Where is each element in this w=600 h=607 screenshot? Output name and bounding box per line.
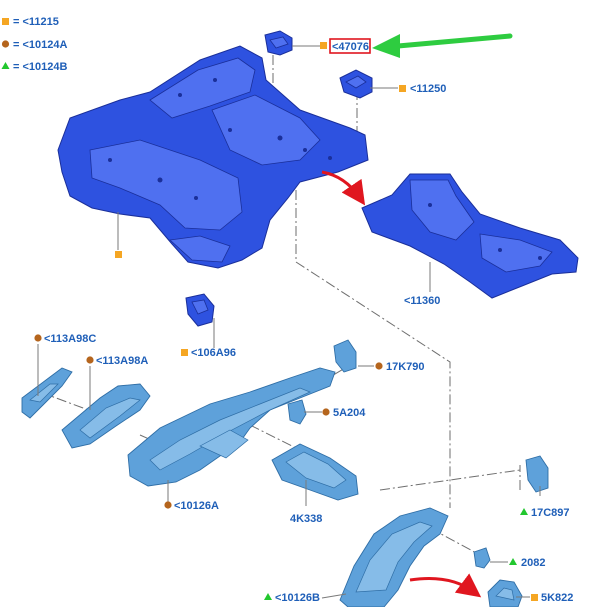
callout-5A204[interactable]: 5A204 — [322, 407, 366, 419]
frame-10126B — [339, 507, 449, 607]
rear-floor-panel-11360 — [361, 173, 579, 299]
bracket-5A204 — [287, 399, 307, 425]
bracket-17K790 — [333, 339, 357, 373]
part-label: 4K338 — [290, 513, 322, 525]
legend-text: = <11215 — [13, 16, 59, 28]
callout-113A98C[interactable]: <113A98C — [34, 333, 96, 345]
part-label: 17K790 — [386, 361, 425, 373]
highlight-box — [329, 38, 371, 54]
bracket-2082 — [473, 547, 491, 569]
part-label: <10126B — [275, 592, 320, 604]
part-label: <11250 — [410, 83, 446, 95]
callout-17K790[interactable]: 17K790 — [375, 361, 425, 373]
part-label: 2082 — [521, 557, 545, 569]
triangle-marker-icon — [264, 593, 272, 600]
frame-4K338 — [271, 443, 359, 501]
bracket-106A96 — [185, 293, 215, 327]
callout-11360[interactable]: <11360 — [404, 295, 440, 307]
callout-2082[interactable]: 2082 — [509, 557, 545, 569]
circle-marker-icon — [322, 408, 330, 416]
part-label: 5A204 — [333, 407, 366, 419]
legend-item-triangle: = <10124B — [1, 61, 67, 73]
legend-item-circle: = <10124A — [1, 39, 67, 51]
part-label: 5K822 — [541, 592, 573, 604]
callout-10126B[interactable]: <10126B — [264, 592, 320, 604]
callout-4K338[interactable]: 4K338 — [290, 513, 322, 525]
bracket-47076 — [264, 30, 293, 56]
bracket-11250 — [339, 69, 373, 99]
red-arrow-icon — [321, 170, 366, 206]
square-marker-icon — [531, 594, 538, 601]
legend-text: = <10124B — [13, 61, 67, 73]
callout-5K822[interactable]: 5K822 — [531, 592, 573, 604]
circle-marker-icon — [164, 501, 172, 509]
callout-106A96[interactable]: <106A96 — [181, 347, 236, 359]
green-arrow-icon — [372, 33, 513, 58]
square-marker-icon — [320, 42, 327, 49]
part-label: 17C897 — [531, 507, 570, 519]
square-marker-icon — [181, 349, 188, 356]
frame-113A98C — [21, 367, 73, 419]
part-5K822 — [487, 579, 523, 607]
callout-113A98A[interactable]: <113A98A — [86, 355, 148, 367]
part-label: <113A98A — [96, 355, 148, 367]
red-arrow-icon — [409, 573, 482, 598]
square-marker-icon — [2, 18, 9, 25]
triangle-marker-icon — [509, 558, 517, 565]
leader-lines — [37, 45, 541, 599]
callout-17C897[interactable]: 17C897 — [520, 507, 570, 519]
frame-10126A — [127, 367, 336, 487]
circle-marker-icon — [375, 362, 383, 370]
circle-marker-icon — [1, 40, 10, 48]
triangle-marker-icon — [1, 62, 10, 69]
callout-floor-square — [115, 251, 122, 258]
circle-marker-icon — [86, 356, 94, 364]
legend-text: = <10124A — [13, 39, 67, 51]
triangle-marker-icon — [520, 508, 528, 515]
part-label: <113A98C — [44, 333, 96, 345]
callout-47076[interactable]: <47076 — [320, 38, 371, 54]
bracket-17C897 — [525, 455, 549, 493]
square-marker-icon — [399, 85, 406, 92]
part-label: <10126A — [174, 500, 219, 512]
floor-holes — [108, 78, 332, 200]
legend-item-square: = <11215 — [2, 16, 59, 28]
callout-11250[interactable]: <11250 — [399, 83, 446, 95]
legend: = <11215 = <10124A = <10124B — [1, 16, 67, 73]
frame-113A98A — [61, 383, 151, 449]
callout-10126A[interactable]: <10126A — [164, 500, 219, 512]
part-label: <11360 — [404, 295, 440, 307]
square-marker-icon — [115, 251, 122, 258]
floor-pan-assembly — [57, 45, 369, 269]
part-label: <106A96 — [191, 347, 236, 359]
circle-marker-icon — [34, 334, 42, 342]
part-label: <47076 — [332, 41, 369, 53]
